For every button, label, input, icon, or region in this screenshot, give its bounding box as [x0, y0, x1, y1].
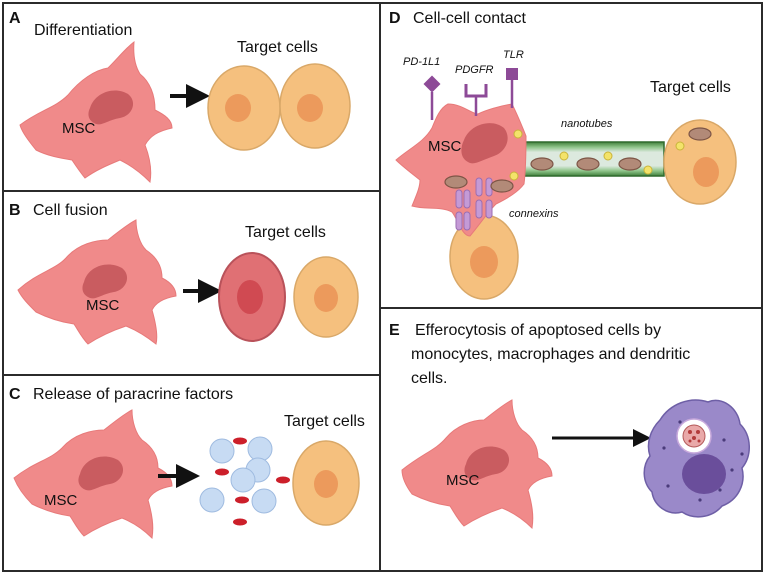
target-nucleus-d-right: [693, 157, 719, 187]
target-nucleus-b: [314, 284, 338, 312]
pd-1l1-receptor-icon: [423, 75, 441, 93]
msc-nucleus-d: [461, 123, 508, 164]
panel-a-title: Differentiation: [34, 22, 133, 39]
panel-b-target-label: Target cells: [245, 224, 326, 241]
panel-d-target-label: Target cells: [650, 79, 731, 96]
receptor-label-tlr: TLR: [503, 49, 524, 61]
granules: [509, 129, 685, 181]
tlr-receptor-icon: [506, 68, 518, 80]
apoptotic-fragments: [688, 430, 701, 443]
panel-b-letter: B: [9, 202, 21, 219]
vesicle: [251, 488, 277, 514]
target-nucleus-a2: [297, 94, 323, 122]
panel-d-letter: D: [389, 10, 401, 27]
panel-d-title: Cell-cell contact: [413, 10, 526, 27]
connexin-channels: [455, 177, 493, 231]
connexins-label: connexins: [509, 208, 559, 220]
macrophage-nucleus: [682, 454, 726, 494]
factor: [235, 496, 249, 504]
panel-e-title-line-3: cells.: [411, 370, 448, 387]
macrophage-dots: [662, 420, 744, 502]
paracrine-factors: [199, 436, 290, 526]
panel-a-target-label: Target cells: [237, 39, 318, 56]
factor: [276, 476, 290, 484]
panel-e-title-line-1: Efferocytosis of apoptosed cells by: [415, 322, 662, 339]
vesicle: [230, 467, 256, 493]
vesicle: [199, 487, 225, 513]
panel-c-letter: C: [9, 386, 21, 403]
msc-nucleus-e: [464, 446, 510, 481]
fused-nucleus-b: [237, 280, 263, 314]
panel-c-target-label: Target cells: [284, 413, 365, 430]
receptor-label-pd-1l1: PD-1L1: [403, 56, 441, 68]
panel-e-title-line-2: monocytes, macrophages and dendritic: [411, 346, 691, 363]
panel-b-title: Cell fusion: [33, 202, 108, 219]
target-nucleus-a1: [225, 94, 251, 122]
receptor-label-pdgfr: PDGFR: [455, 64, 494, 76]
mitochondria: [444, 157, 642, 193]
mitochondrion-target: [688, 127, 712, 141]
msc-nucleus-c: [78, 456, 124, 491]
msc-nucleus-a: [88, 90, 134, 125]
panel-e-letter: E: [389, 322, 400, 339]
vesicle: [247, 436, 273, 462]
panel-e-msc-label: MSC: [446, 472, 480, 489]
panel-a-msc-label: MSC: [62, 120, 96, 137]
receptors: [423, 68, 518, 120]
vesicle: [209, 438, 235, 464]
factor: [215, 468, 229, 476]
panel-a-letter: A: [9, 10, 21, 27]
target-nucleus-d-bottom: [470, 246, 498, 278]
factor: [233, 437, 247, 445]
pdgfr-receptor-icon: [464, 84, 488, 98]
factor: [233, 518, 247, 526]
panel-b-msc-label: MSC: [86, 297, 120, 314]
msc-nucleus-b: [82, 264, 128, 299]
panel-c-msc-label: MSC: [44, 492, 78, 509]
target-nucleus-c: [314, 470, 338, 498]
nanotubes-label: nanotubes: [561, 118, 613, 130]
panel-d-msc-label: MSC: [428, 138, 462, 155]
panel-c-title: Release of paracrine factors: [33, 386, 234, 403]
